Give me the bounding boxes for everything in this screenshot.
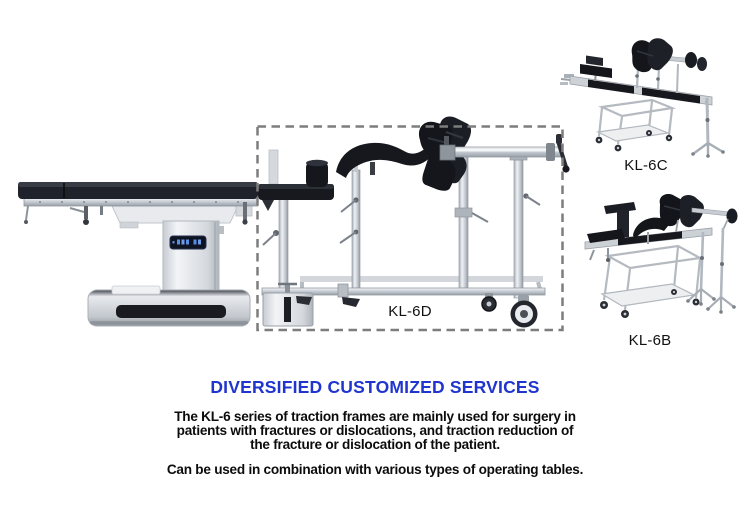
kl6d-traction-frame — [258, 116, 570, 328]
kl6b-label: KL-6B — [628, 332, 672, 349]
description-paragraph: The KL-6 series of traction frames are m… — [174, 408, 576, 452]
kl6c-label: KL-6C — [624, 157, 668, 174]
kl6c-product-photo — [560, 38, 725, 158]
kl6b-traction-frame — [584, 194, 738, 318]
compatibility-note: Can be used in combination with various … — [166, 461, 584, 477]
table-control-display — [169, 235, 207, 250]
kl6b-product-photo — [584, 194, 738, 318]
kl6c-traction-frame — [560, 38, 725, 158]
kl6d-label: KL-6D — [388, 303, 432, 320]
operating-table — [18, 182, 259, 327]
section-title: DIVERSIFIED CUSTOMIZED SERVICES — [210, 376, 540, 397]
main-product-photo — [18, 116, 570, 332]
kl6d-highlight-box — [256, 125, 564, 332]
